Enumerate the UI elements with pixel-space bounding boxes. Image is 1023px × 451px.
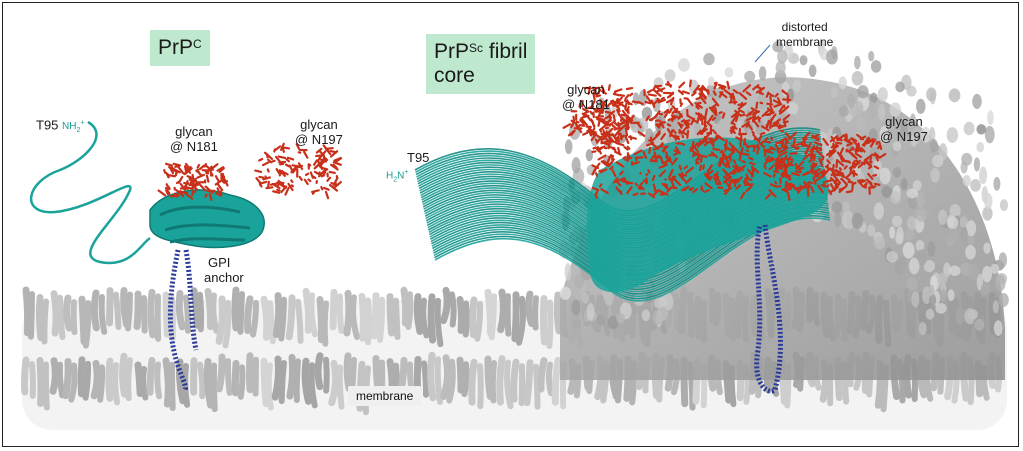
prpc-title-sup: C	[193, 37, 202, 51]
prpc-title-box: PrPC	[150, 30, 210, 66]
prpc-structure	[29, 120, 342, 392]
prpsc-title-box: PrPSc fibril core	[426, 34, 536, 94]
prpsc-glycan-n181-label: glycan @ N181	[562, 82, 610, 112]
glycan-cluster-prpc	[157, 142, 342, 202]
membrane-label: membrane	[348, 386, 422, 406]
prpc-glycan-n181-label: glycan @ N181	[170, 124, 218, 154]
distorted-membrane-pointer	[754, 44, 771, 63]
prpc-n-terminal-loop	[29, 120, 151, 265]
prpc-t95-label: T95 NH2+	[36, 117, 85, 135]
prpsc-fibril-core	[414, 127, 831, 302]
prpsc-t95-label: T95	[407, 150, 430, 165]
gpi-anchor-label: GPI anchor	[204, 255, 244, 285]
gpi-anchor-prpsc	[754, 224, 783, 394]
prpsc-glycan-n197-label: glycan @ N197	[880, 114, 928, 144]
glycan-cluster-prpsc	[562, 79, 887, 202]
distorted-membrane-label: distorted membrane	[776, 20, 834, 49]
prpsc-n-terminus-label: H2N+	[386, 169, 409, 184]
prpc-glycan-n197-label: glycan @ N197	[295, 117, 343, 147]
prpc-title: PrP	[158, 36, 194, 59]
gpi-anchor-prpc	[167, 249, 199, 392]
